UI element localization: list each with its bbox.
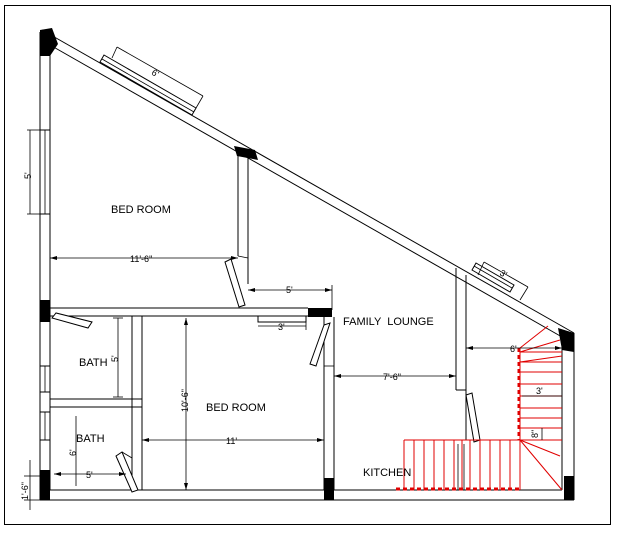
dim-lounge-width: 7'-6" bbox=[383, 372, 401, 382]
dim-bath1-height: 5' bbox=[110, 355, 120, 362]
dim-window-top: 6' bbox=[150, 67, 161, 79]
bath-1-label: BATH bbox=[79, 357, 108, 369]
window-right bbox=[471, 261, 529, 301]
structural-columns bbox=[40, 28, 574, 500]
dim-stair-width: 6' bbox=[510, 344, 517, 354]
dim-bedroom2-width: 11' bbox=[226, 436, 237, 446]
dim-window-left: 5' bbox=[23, 172, 33, 179]
dim-bedroom2-height: 10'-6" bbox=[180, 389, 190, 412]
dim-bedroom1-width: 11'-6" bbox=[130, 254, 152, 264]
doors bbox=[39, 255, 481, 493]
exterior-walls bbox=[39, 29, 575, 501]
dim-window-right: 3' bbox=[498, 268, 509, 280]
kitchen-label: KITCHEN bbox=[363, 467, 411, 479]
window-left bbox=[27, 129, 51, 215]
dim-stair-3: 3' bbox=[536, 386, 543, 396]
dim-bath2-height: 6' bbox=[68, 449, 78, 456]
staircase bbox=[396, 325, 563, 491]
window-top bbox=[99, 46, 204, 116]
dim-corridor-width: 5' bbox=[286, 285, 293, 295]
dim-door-3: 3' bbox=[278, 322, 285, 332]
dim-bath2-width: 5' bbox=[86, 470, 93, 480]
dim-left-offset: 1'-6" bbox=[20, 482, 30, 500]
drawing-frame bbox=[4, 5, 611, 525]
bedroom-2-label: BED ROOM bbox=[206, 402, 266, 414]
family-lounge-label: FAMILY LOUNGE bbox=[343, 316, 434, 328]
dim-stair-8: 8" bbox=[530, 430, 540, 438]
bedroom-1-label: BED ROOM bbox=[111, 204, 171, 216]
dimension-lines bbox=[24, 256, 562, 510]
bath-2-label: BATH bbox=[76, 433, 105, 445]
